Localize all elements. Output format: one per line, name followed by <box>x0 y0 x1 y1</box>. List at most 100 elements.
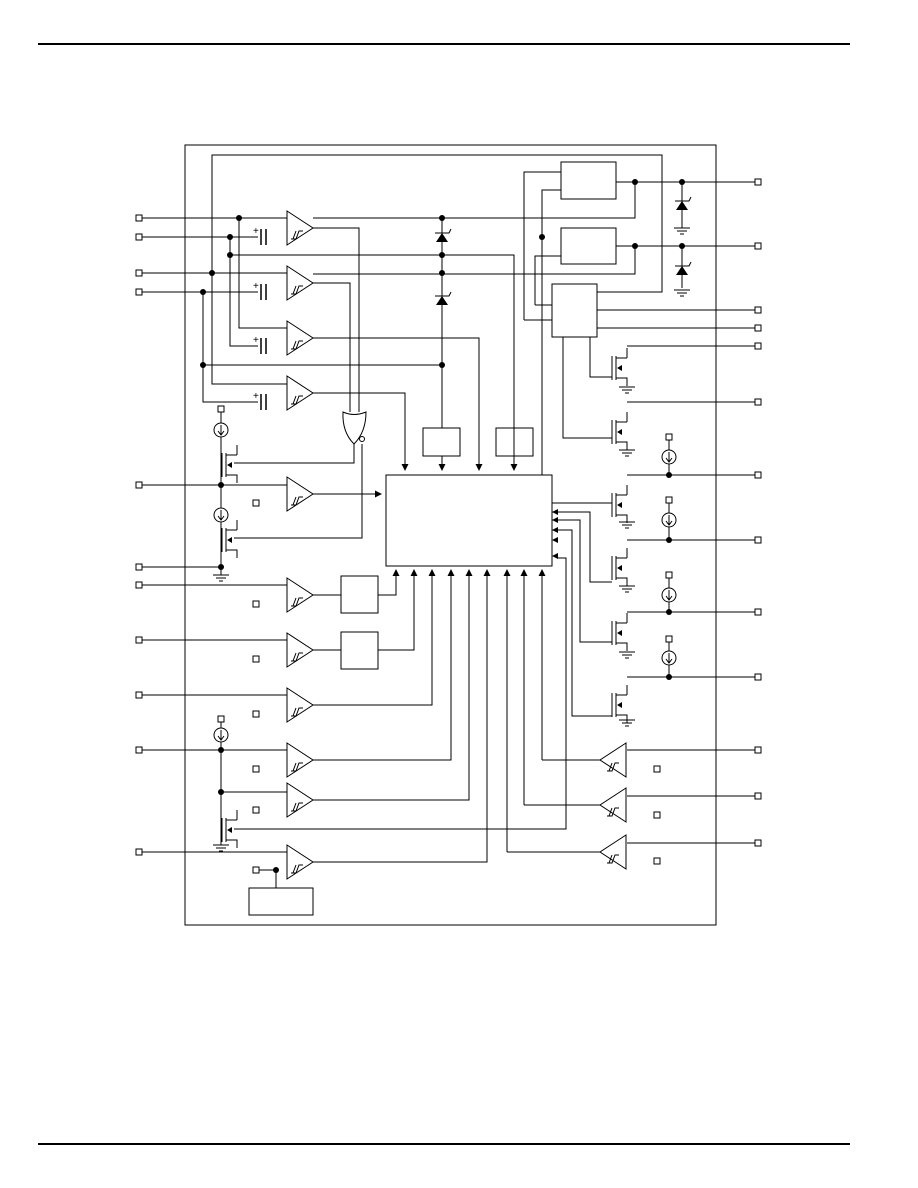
capacitor-icon <box>261 229 266 245</box>
hysteresis-icon <box>291 231 303 239</box>
pin-icon <box>218 716 224 722</box>
junction-dot <box>666 609 672 615</box>
ground-icon <box>619 720 635 726</box>
zener-diode-icon <box>436 233 448 242</box>
ground-icon <box>619 522 635 528</box>
mosfet-arrow <box>617 630 622 636</box>
pin-icon <box>755 243 761 249</box>
junction-dot <box>218 747 224 753</box>
junction-dot <box>236 215 242 221</box>
zener-bar <box>435 292 451 296</box>
pin-icon <box>654 858 660 864</box>
pin-icon <box>253 711 259 717</box>
pin-icon <box>136 637 142 643</box>
comparator-icon <box>287 321 313 355</box>
current-arrow <box>666 452 672 462</box>
zener-bar <box>675 262 691 266</box>
comparator-icon <box>287 633 313 667</box>
capacitor-icon <box>261 338 266 354</box>
ground-icon <box>213 575 229 581</box>
pin-icon <box>218 406 224 412</box>
hysteresis-icon <box>607 763 619 771</box>
junction-dot <box>439 362 445 368</box>
pin-icon <box>136 270 142 276</box>
junction-dot <box>439 252 445 258</box>
zener-diode-icon <box>676 201 688 210</box>
junction-dot <box>632 179 638 185</box>
pin-icon <box>666 497 672 503</box>
block-mid-1 <box>423 428 460 456</box>
capacitor-plus: + <box>253 391 259 402</box>
logic-block <box>386 475 552 566</box>
comparator-icon <box>287 845 313 879</box>
capacitor-plus: + <box>253 335 259 346</box>
block-top-right-1 <box>561 162 616 199</box>
junction-dot <box>200 289 206 295</box>
logic-output-arrow <box>552 517 558 523</box>
pin-icon <box>253 601 259 607</box>
comparator-icon <box>287 783 313 817</box>
comparator-icon <box>287 743 313 777</box>
junction-dot <box>632 243 638 249</box>
mosfet-icon <box>222 810 237 848</box>
comparator-icon <box>287 211 313 245</box>
junction-dot <box>666 472 672 478</box>
hysteresis-icon <box>291 763 303 771</box>
ground-icon <box>674 228 690 234</box>
pin-icon <box>755 609 761 615</box>
junction-dot <box>666 537 672 543</box>
capacitor-plus: + <box>253 226 259 237</box>
comparator-icon <box>600 835 626 869</box>
current-arrow <box>666 590 672 600</box>
pin-icon <box>755 674 761 680</box>
inverter-bubble <box>360 437 365 442</box>
pin-icon <box>666 636 672 642</box>
current-arrow <box>666 653 672 663</box>
block-filter-1 <box>341 576 378 613</box>
pin-icon <box>755 325 761 331</box>
pin-icon <box>136 564 142 570</box>
block-control <box>552 284 597 337</box>
junction-dot <box>439 270 445 276</box>
hysteresis-icon <box>291 865 303 873</box>
pin-icon <box>755 747 761 753</box>
mosfet-arrow <box>617 702 622 708</box>
pin-icon <box>136 289 142 295</box>
comparator-icon <box>600 743 626 777</box>
hysteresis-icon <box>291 708 303 716</box>
hysteresis-icon <box>607 855 619 863</box>
ground-icon <box>213 845 229 851</box>
ground-icon <box>619 450 635 456</box>
pin-icon <box>654 812 660 818</box>
pin-icon <box>136 582 142 588</box>
mosfet-icon <box>612 548 627 586</box>
comparator-icon <box>287 477 313 511</box>
junction-dot <box>679 179 685 185</box>
mosfet-icon <box>222 445 237 483</box>
current-arrow <box>218 730 224 740</box>
logic-output-arrow <box>552 527 558 533</box>
hysteresis-icon <box>291 653 303 661</box>
bottom-rule <box>38 1143 850 1145</box>
mosfet-arrow <box>617 365 622 371</box>
pin-icon <box>755 840 761 846</box>
top-rule <box>38 43 850 45</box>
zener-bar <box>435 229 451 233</box>
zener-diode-icon <box>436 296 448 305</box>
mosfet-icon <box>222 520 237 558</box>
junction-dot <box>666 674 672 680</box>
logic-output-arrow <box>552 553 558 559</box>
pin-icon <box>755 537 761 543</box>
comparator-icon <box>287 578 313 612</box>
current-arrow <box>218 510 224 520</box>
hysteresis-icon <box>291 497 303 505</box>
junction-dot <box>200 362 206 368</box>
junction-dot <box>439 215 445 221</box>
diagram-frame <box>185 145 716 925</box>
pin-icon <box>755 343 761 349</box>
mosfet-icon <box>612 412 627 450</box>
zener-diode-icon <box>676 266 688 275</box>
logic-output-arrow <box>552 537 558 543</box>
ground-icon <box>674 290 690 296</box>
